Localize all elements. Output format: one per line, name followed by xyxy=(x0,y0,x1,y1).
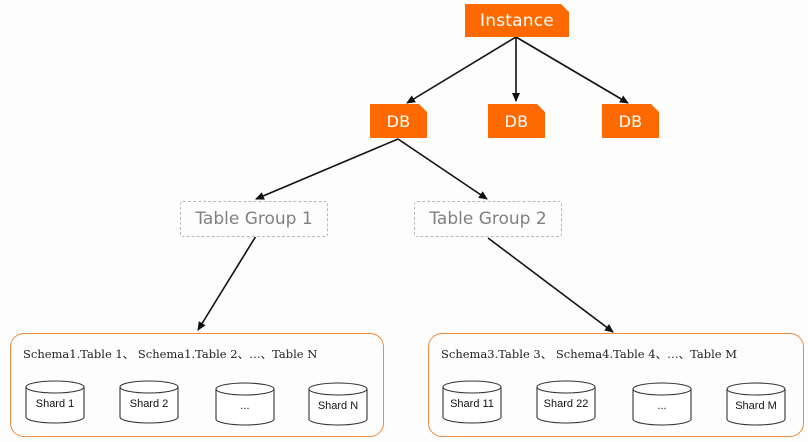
table-group-1-label: Table Group 1 xyxy=(195,209,313,229)
shard-label: Shard 1 xyxy=(35,398,75,410)
instance-label: Instance xyxy=(480,10,554,31)
shard-label: Shard 22 xyxy=(543,398,589,410)
db-node-1: DB xyxy=(370,104,427,138)
edge-db1-tablegroup2 xyxy=(397,138,488,200)
shard-cylinder: Shard M xyxy=(726,382,786,426)
container-2-caption: Schema3.Table 3、 Schema4.Table 4、…、Table… xyxy=(441,347,737,361)
shard-container-1: Schema1.Table 1、 Schema1.Table 2、…、Table… xyxy=(10,333,384,437)
table-group-2: Table Group 2 xyxy=(414,201,562,237)
shard-label: Shard 11 xyxy=(450,398,494,410)
edge-tablegroup1-container1 xyxy=(197,235,257,331)
table-group-2-label: Table Group 2 xyxy=(429,209,547,229)
db-label-3: DB xyxy=(618,111,643,131)
shard-label: Shard N xyxy=(317,400,359,412)
db-node-3: DB xyxy=(602,104,659,138)
shard-container-2: Schema3.Table 3、 Schema4.Table 4、…、Table… xyxy=(428,333,804,437)
shard-label: Shard M xyxy=(735,400,777,412)
shard-cylinder: Shard 2 xyxy=(119,380,179,424)
db-label-2: DB xyxy=(504,111,529,131)
shard-label: ... xyxy=(657,400,667,412)
table-group-1: Table Group 1 xyxy=(180,201,328,237)
shard-cylinder: Shard 22 xyxy=(536,380,596,424)
shard-cylinder: Shard 11 xyxy=(442,380,502,424)
shard-cylinder: Shard 1 xyxy=(25,380,85,424)
container-1-caption: Schema1.Table 1、 Schema1.Table 2、…、Table… xyxy=(23,347,318,361)
db-node-2: DB xyxy=(488,104,545,138)
db-label-1: DB xyxy=(386,111,411,131)
shard-cylinder: ... xyxy=(215,382,275,426)
shard-cylinder: ... xyxy=(632,382,692,426)
instance-node: Instance xyxy=(465,4,569,37)
shard-label: ... xyxy=(240,400,250,412)
edge-instance-db3 xyxy=(515,36,629,104)
shard-label: Shard 2 xyxy=(129,398,169,410)
edge-db1-tablegroup1 xyxy=(255,138,399,200)
shard-cylinder: Shard N xyxy=(308,382,368,426)
edge-instance-db1 xyxy=(406,36,517,104)
edge-tablegroup2-container2 xyxy=(487,237,614,333)
